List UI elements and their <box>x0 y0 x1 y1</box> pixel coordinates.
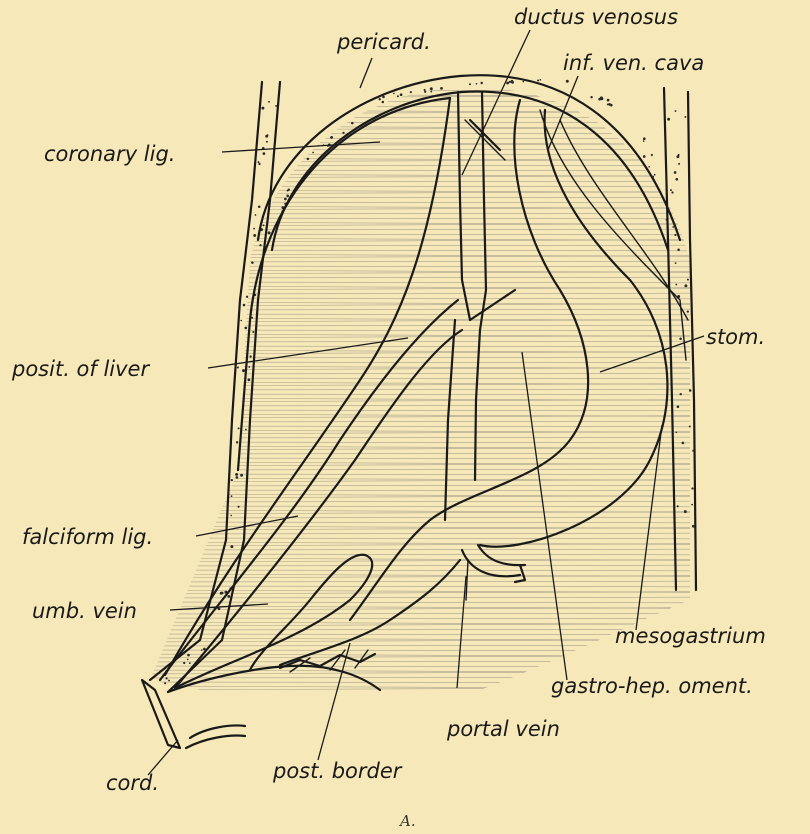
body-wall-left <box>150 82 280 692</box>
label-pericard: pericard. <box>336 30 431 54</box>
label-portal-vein: portal vein <box>446 717 560 741</box>
label-falciform-lig: falciform lig. <box>22 525 153 549</box>
body-wall-right <box>664 88 696 590</box>
cord-stump <box>142 680 245 748</box>
label-ductus-venosus: ductus venosus <box>514 5 678 29</box>
label-mesogastrium: mesogastrium <box>615 624 766 648</box>
label-umb-vein: umb. vein <box>32 599 137 623</box>
label-gastro-hep-oment: gastro-hep. oment. <box>551 674 753 698</box>
label-cord: cord. <box>106 771 159 795</box>
figure-caption: A. <box>398 812 416 830</box>
label-stom: stom. <box>706 325 765 349</box>
ductus-venosus-channel <box>445 92 515 520</box>
label-post-border: post. border <box>272 759 403 783</box>
label-coronary-lig: coronary lig. <box>44 142 175 166</box>
stomach <box>350 100 688 620</box>
label-posit-of-liver: posit. of liver <box>11 357 150 381</box>
tissue-hatching <box>140 90 700 699</box>
label-inf-ven-cava: inf. ven. cava <box>563 51 704 75</box>
